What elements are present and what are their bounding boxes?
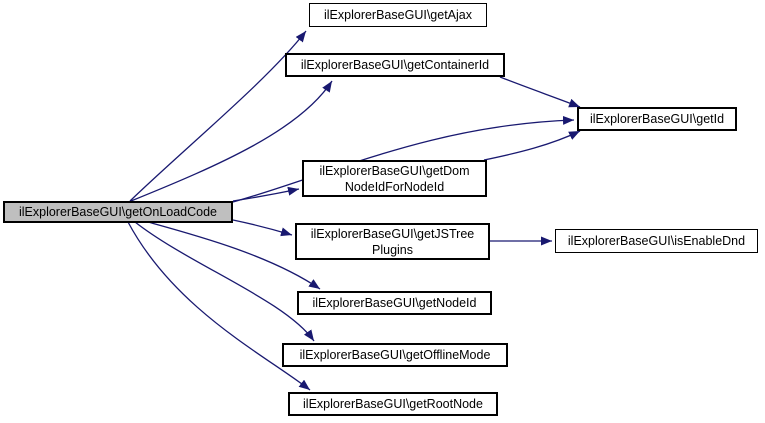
node-label-line1: ilExplorerBaseGUI\getJSTree <box>310 226 475 241</box>
node-label: ilExplorerBaseGUI\getRootNode <box>303 397 483 411</box>
node-getOfflineMode[interactable]: ilExplorerBaseGUI\getOfflineMode <box>282 343 508 367</box>
node-getAjax[interactable]: ilExplorerBaseGUI\getAjax <box>309 3 487 27</box>
node-getRootNode[interactable]: ilExplorerBaseGUI\getRootNode <box>288 392 498 416</box>
edge-getOnLoadCode-getAjax <box>129 30 307 202</box>
node-label: ilExplorerBaseGUI\getId <box>589 112 725 126</box>
edge-getOnLoadCode-getDomNodeIdForNodeId <box>232 186 300 202</box>
edge-getOnLoadCode-getRootNode <box>127 221 311 391</box>
node-getContainerId[interactable]: ilExplorerBaseGUI\getContainerId <box>285 53 505 77</box>
node-label: ilExplorerBaseGUI\getContainerId <box>300 58 490 72</box>
node-label: ilExplorerBaseGUI\getOnLoadCode <box>18 205 218 219</box>
edge-getOnLoadCode-getNodeId <box>147 221 321 290</box>
node-label: ilExplorerBaseGUI\getNodeId <box>312 296 477 310</box>
edge-getOnLoadCode-getOfflineMode <box>134 221 315 342</box>
node-label: ilExplorerBaseGUI\getOfflineMode <box>299 348 491 362</box>
edge-getContainerId-getId <box>499 76 581 108</box>
edge-getOnLoadCode-getId <box>232 115 575 203</box>
node-label-line1: ilExplorerBaseGUI\getDom <box>319 163 470 178</box>
node-getJSTreePlugins[interactable]: ilExplorerBaseGUI\getJSTree Plugins <box>295 223 490 260</box>
edge-getOnLoadCode-getContainerId <box>130 80 333 202</box>
node-getId[interactable]: ilExplorerBaseGUI\getId <box>577 107 737 131</box>
edge-getOnLoadCode-getJSTreePlugins <box>232 219 293 237</box>
node-getOnLoadCode[interactable]: ilExplorerBaseGUI\getOnLoadCode <box>3 201 233 223</box>
node-label: ilExplorerBaseGUI\getAjax <box>324 8 472 22</box>
node-label-line2: NodeIdForNodeId <box>344 179 445 194</box>
node-isEnableDnd[interactable]: ilExplorerBaseGUI\isEnableDnd <box>555 229 758 253</box>
node-label-line2: Plugins <box>372 242 413 257</box>
edge-getDomNodeIdForNodeId-getId <box>483 130 581 161</box>
node-label: ilExplorerBaseGUI\isEnableDnd <box>567 234 746 248</box>
node-getNodeId[interactable]: ilExplorerBaseGUI\getNodeId <box>297 291 492 315</box>
node-getDomNodeIdForNodeId[interactable]: ilExplorerBaseGUI\getDom NodeIdForNodeId <box>302 160 487 197</box>
